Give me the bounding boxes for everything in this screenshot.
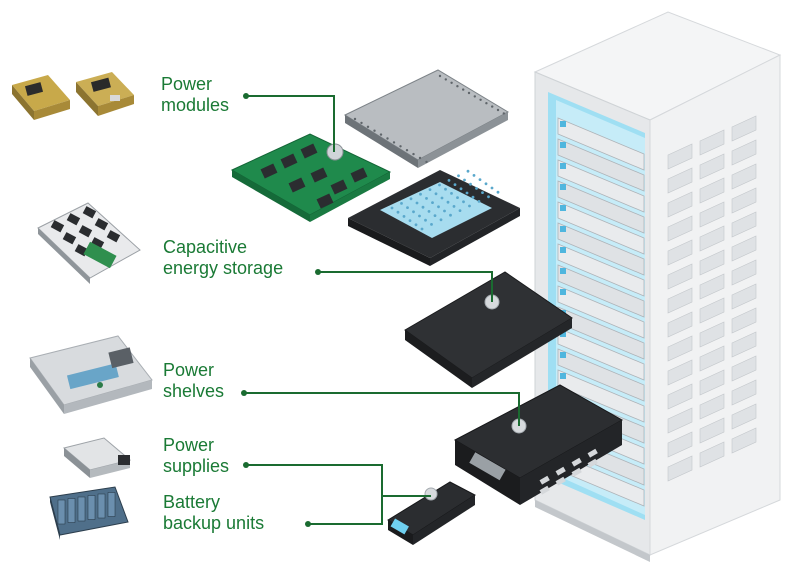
leader-lines bbox=[244, 95, 520, 525]
label-power-supplies-line2: supplies bbox=[163, 456, 230, 476]
capacitive-storage-slab-icon bbox=[404, 271, 573, 388]
label-power-modules-line1: Power bbox=[161, 74, 213, 94]
label-capacitive-storage-line1: Capacitive bbox=[163, 237, 248, 257]
label-power-supplies-line1: Power bbox=[163, 435, 215, 455]
leader-capacitive-storage bbox=[318, 271, 493, 302]
label-battery-backup: Battery backup units bbox=[163, 492, 264, 534]
label-power-shelves-line2: shelves bbox=[163, 381, 225, 401]
leader-power-supplies bbox=[246, 464, 431, 497]
label-capacitive-storage: Capacitive energy storage bbox=[163, 237, 283, 279]
label-power-shelves: Power shelves bbox=[163, 360, 224, 402]
label-power-modules-line2: modules bbox=[161, 95, 230, 115]
heat-sink-plate-icon bbox=[343, 69, 510, 168]
power-shelf-unit-icon bbox=[29, 335, 153, 414]
label-capacitive-storage-line2: energy storage bbox=[163, 258, 284, 278]
label-battery-backup-line1: Battery bbox=[163, 492, 221, 512]
power-module-chip-icon bbox=[12, 72, 134, 120]
rack-side-vents bbox=[667, 115, 757, 482]
capacitor-board-icon bbox=[37, 202, 141, 284]
module-enclosure-icon bbox=[348, 169, 520, 266]
label-power-shelves-line1: Power bbox=[163, 360, 215, 380]
label-power-modules: Power modules bbox=[161, 74, 229, 116]
leader-power-modules bbox=[246, 95, 335, 152]
battery-backup-module-icon bbox=[387, 481, 476, 545]
power-shelf-enclosure-icon bbox=[453, 384, 624, 505]
leader-power-shelves bbox=[244, 392, 520, 426]
label-power-supplies: Power supplies bbox=[163, 435, 229, 477]
power-supply-unit-icon bbox=[62, 437, 132, 478]
leader-battery-backup bbox=[308, 496, 383, 525]
label-battery-backup-line2: backup units bbox=[163, 513, 265, 533]
pcb-module-icon bbox=[230, 133, 392, 222]
battery-pack-icon bbox=[49, 486, 129, 540]
leader-dots bbox=[241, 93, 321, 527]
server-rack-icon bbox=[533, 11, 782, 562]
